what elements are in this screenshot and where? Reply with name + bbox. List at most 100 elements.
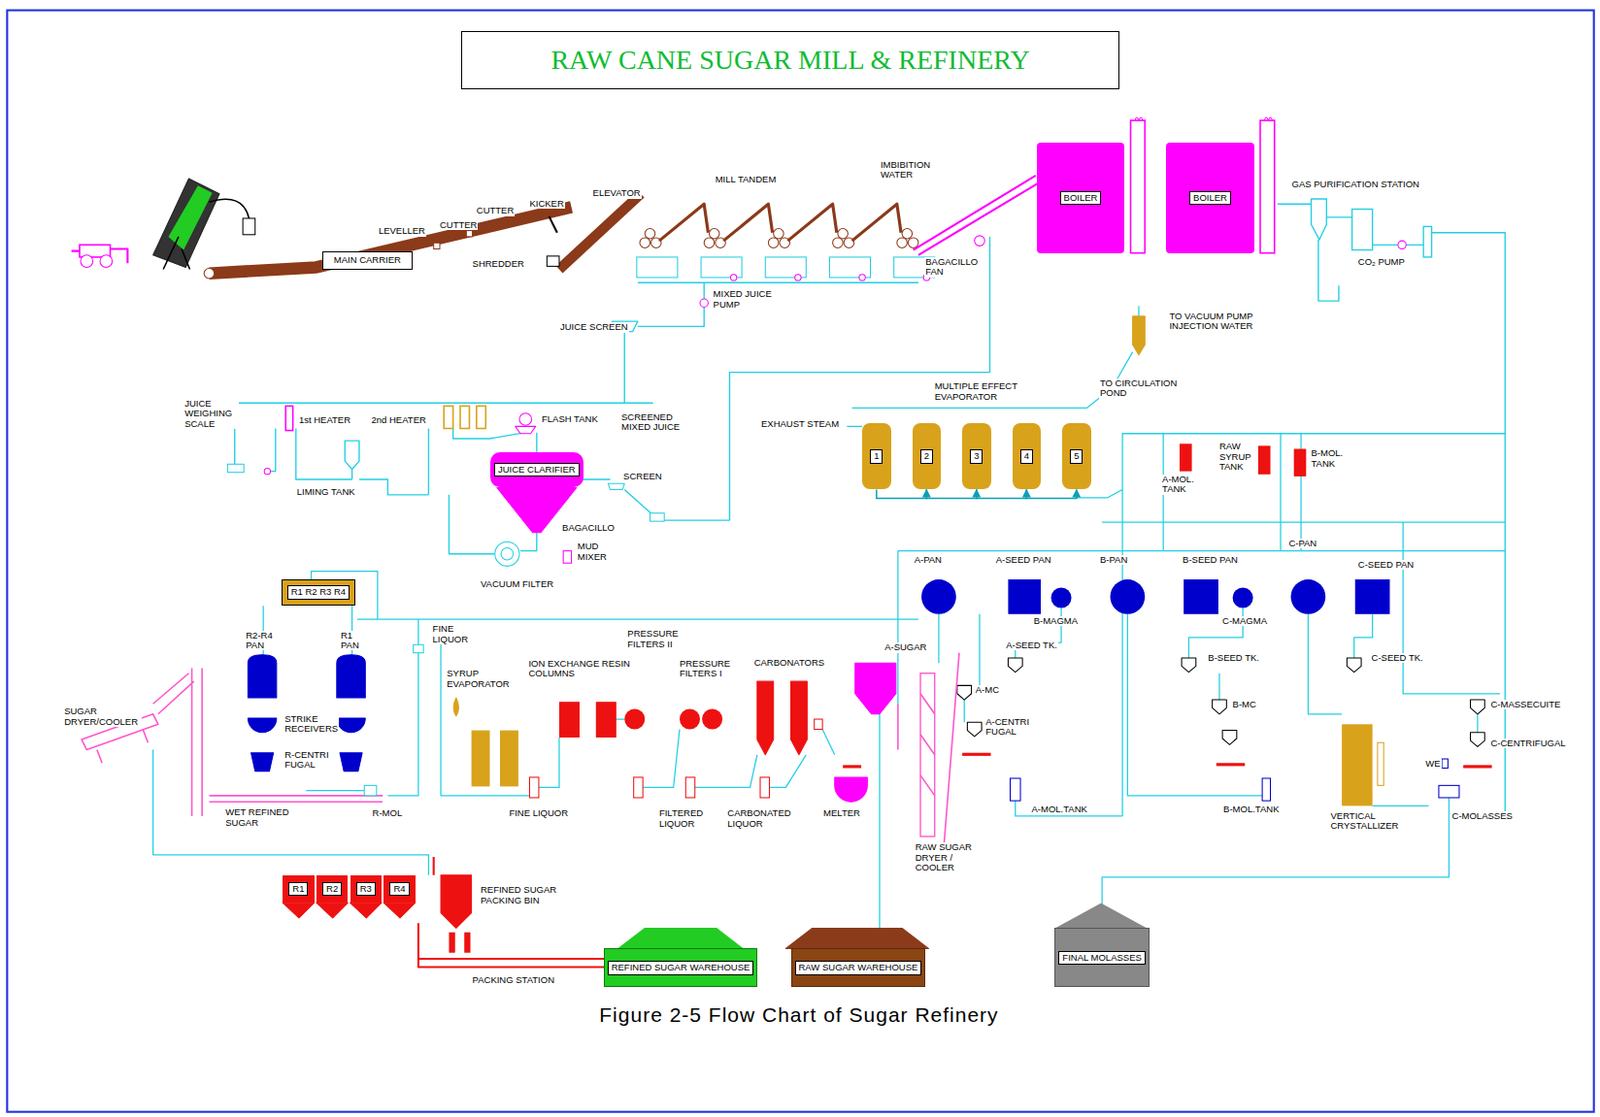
plant-part [842,765,862,768]
plant-part [1423,226,1432,258]
part-label: B-MOL.TANK [1222,804,1280,815]
plant-part [644,228,656,239]
plant-part [208,206,571,273]
plant-part [957,685,972,700]
plant-part [153,667,202,816]
part-label: MUD MIXER [576,541,616,563]
equipment-box: 1 [862,423,891,490]
plant-part [282,902,315,919]
equipment-label: RAW SUGAR WAREHOUSE [795,961,923,975]
plant-part [765,257,806,278]
plant-part [787,203,836,241]
plant-part [1260,120,1275,254]
equipment-box: RAW SUGAR WAREHOUSE [791,948,927,988]
plant-part [6,10,1594,1113]
plant-part [679,709,700,731]
part-label: MILL TANDEM [714,174,778,185]
part-label: STRIKE RECEIVERS [283,714,339,735]
plant-part [163,199,249,269]
plant-part [418,857,625,968]
plant-part [607,483,625,490]
plant-part [974,235,986,247]
equipment-label: 2 [920,449,934,464]
part-label: SYRUP EVAPORATOR [445,668,511,690]
part-label: KICKER [528,199,565,209]
part-label: C-MOLASSES [1451,811,1514,822]
plant-part [814,719,823,731]
plant-part [1470,700,1486,715]
plant-part [624,709,645,731]
part-label: SCREEN [622,471,664,482]
plant-part [1355,579,1391,615]
equipment-box: MAIN CARRIER [322,251,412,269]
plant-part [633,777,643,799]
part-label: 2nd HEATER [370,415,428,426]
part-label: C-SEED PAN [1357,560,1415,570]
plant-part [1179,443,1193,471]
plant-part [767,237,779,249]
part-label: B-SEED TK. [1206,653,1261,664]
plant-part [1341,724,1373,806]
plant-part [167,185,212,250]
part-label: SUGAR DRYER/COOLER [63,706,142,728]
pipe-connector [1026,489,1077,499]
plant-part [350,902,383,919]
equipment-box: JUICE CLARIFIER [490,452,584,489]
part-label: FLASH TANK [540,414,600,425]
equipment-box: 2 [912,423,941,490]
part-label: R-MOL [371,808,404,819]
part-label: PRESSURE FILTERS II [626,629,692,650]
plant-part [311,571,919,945]
plant-part [834,777,868,802]
equipment-box: 4 [1012,423,1041,490]
plant-part [227,464,244,472]
plant-part [760,777,769,799]
part-label: R1 PAN [339,631,367,652]
part-label: IMBIBITION WATER [879,160,945,181]
equipment-box: 5 [1062,423,1091,490]
plant-part [495,541,520,567]
plant-part [1212,700,1228,715]
plant-part [1438,785,1460,799]
plant-part [1183,579,1219,615]
plant-part [433,242,440,249]
part-label: ION EXCHANGE RESIN COLUMNS [527,659,632,680]
part-label: BAGACILLO FAN [924,257,986,278]
part-label: WE [1424,759,1441,769]
equipment-label: R3 [356,882,376,897]
plant-part [1398,240,1406,249]
plant-part [1311,199,1328,240]
part-label: A-SEED PAN [995,555,1053,566]
part-label: FINE LIQUOR [507,808,569,819]
plant-part [153,605,430,875]
plant-part [1131,120,1146,254]
plant-part [476,405,486,429]
part-label: A-MOL.TANK [1031,804,1089,815]
plant-part [1262,778,1270,801]
plant-part [515,426,536,434]
plant-part [897,237,908,249]
part-label: A-SUGAR [883,642,928,653]
plant-part [701,709,723,731]
plant-part [1463,765,1492,768]
plant-part [700,257,742,278]
equipment-label: 4 [1020,449,1034,464]
equipment-label: 5 [1069,449,1083,464]
part-label: A-MC [974,685,1000,696]
plant-part [500,547,514,561]
equipment-box: R1 [282,875,315,903]
plant-part [364,785,377,797]
equipment-box: BOILER [1036,142,1125,254]
plant-part [563,551,571,565]
plant-part [791,681,808,756]
part-label: C-CENTRIFUGAL [1489,738,1567,749]
plant-part [247,655,276,699]
diagram-title: RAW CANE SUGAR MILL & REFINERY [461,31,1120,91]
part-label: B-PAN [1099,555,1129,566]
pipe-connector [976,489,1027,499]
equipment-label: JUICE CLARIFIER [494,463,580,477]
plant-part [1441,759,1448,768]
plant-part [1291,579,1327,615]
plant-part [471,731,491,788]
part-label: 1st HEATER [298,415,352,426]
